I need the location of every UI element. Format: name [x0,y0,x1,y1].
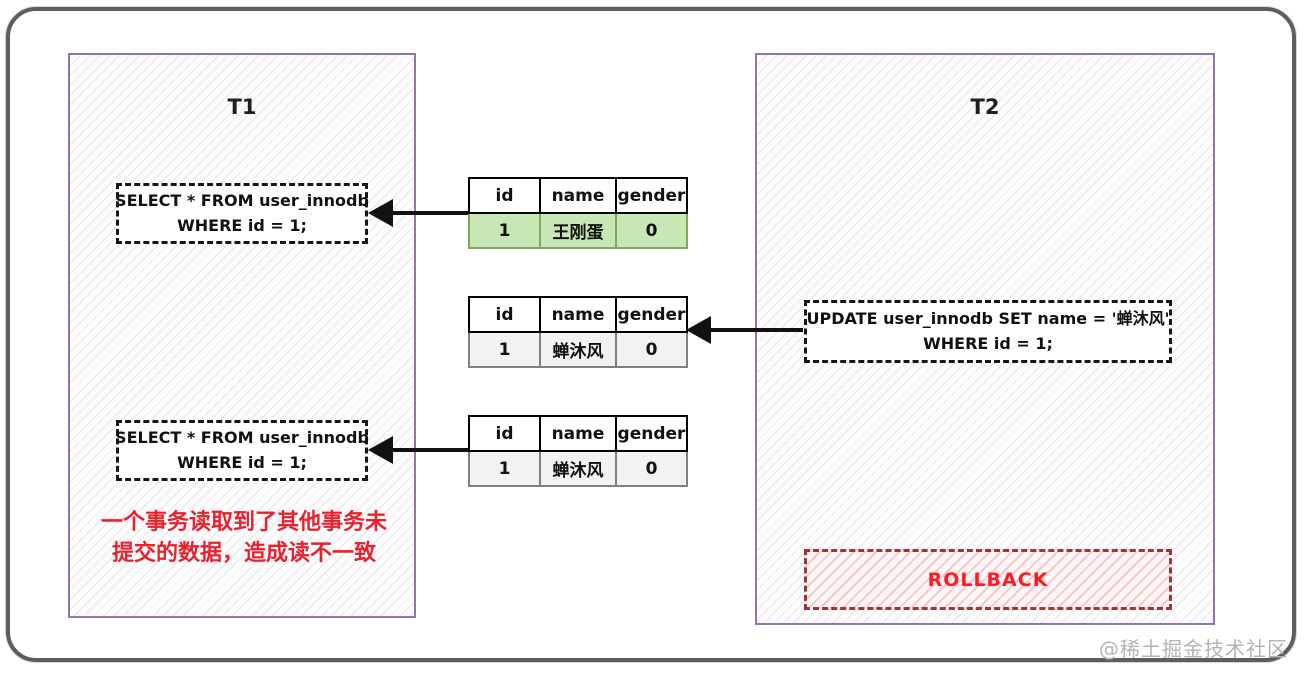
t1-title: T1 [227,95,257,119]
watermark: @稀土掘金技术社区 [1099,637,1288,661]
header-cell: name [539,177,617,214]
table-header-row: id name gender [468,296,688,333]
sql-line: SELECT * FROM user_innodb [115,190,369,210]
data-cell: 蝉沐风 [539,450,617,487]
t2-title: T2 [970,95,1000,119]
table-data-row: 1 王刚蛋 0 [468,212,688,249]
header-cell: id [468,415,541,452]
table-data-row: 1 蝉沐风 0 [468,450,688,487]
data-cell: 1 [468,331,541,368]
header-cell: name [539,415,617,452]
header-cell: id [468,296,541,333]
data-cell: 0 [615,331,688,368]
data-cell: 0 [615,212,688,249]
data-cell: 1 [468,450,541,487]
data-cell: 蝉沐风 [539,331,617,368]
select-statement-box-1: SELECT * FROM user_innodb WHERE id = 1; [115,183,369,244]
sql-line: UPDATE user_innodb SET name = '蝉沐风' [806,308,1170,328]
dirty-read-note: 一个事务读取到了其他事务未 提交的数据，造成读不一致 [88,507,400,569]
sql-line: SELECT * FROM user_innodb [115,427,369,447]
header-cell: gender [615,177,688,214]
transaction-t1-panel: T1 SELECT * FROM user_innodb WHERE id = … [68,53,416,618]
select-statement-box-2: SELECT * FROM user_innodb WHERE id = 1; [115,420,369,481]
table-header-row: id name gender [468,177,688,214]
header-cell: name [539,296,617,333]
arrow-shaft [388,211,468,215]
rollback-box: ROLLBACK [804,549,1172,610]
header-cell: gender [615,296,688,333]
arrow-shaft [388,448,468,452]
header-cell: gender [615,415,688,452]
sql-line: WHERE id = 1; [177,452,307,472]
table-data-row: 1 蝉沐风 0 [468,331,688,368]
data-cell: 1 [468,212,541,249]
transaction-t2-panel: T2 UPDATE user_innodb SET name = '蝉沐风' W… [755,53,1215,625]
update-statement-box: UPDATE user_innodb SET name = '蝉沐风' WHER… [804,300,1172,363]
result-table-dirty-read: id name gender 1 蝉沐风 0 [468,415,688,487]
sql-line: WHERE id = 1; [177,215,307,235]
arrow-table1-to-select1 [368,199,468,227]
data-cell: 0 [615,450,688,487]
result-table-original: id name gender 1 王刚蛋 0 [468,177,688,249]
sql-line: WHERE id = 1; [923,333,1053,353]
arrow-update-to-table2 [686,316,803,344]
arrow-table3-to-select2 [368,436,468,464]
arrow-shaft [706,328,803,332]
note-line: 提交的数据，造成读不一致 [111,541,376,567]
note-line: 一个事务读取到了其他事务未 [100,510,387,535]
data-cell: 王刚蛋 [539,212,617,249]
table-header-row: id name gender [468,415,688,452]
rollback-label: ROLLBACK [927,568,1049,591]
header-cell: id [468,177,541,214]
result-table-updated: id name gender 1 蝉沐风 0 [468,296,688,368]
